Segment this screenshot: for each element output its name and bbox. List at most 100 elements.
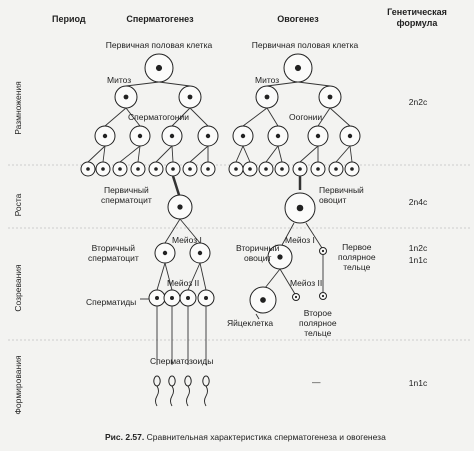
oo-l4-line-4 — [299, 145, 319, 163]
caption-text: Сравнительная характеристика сперматоген… — [144, 432, 386, 442]
secondary-spermatocyte-label: Вторичный сперматоцит — [88, 243, 139, 263]
first-polar-body-label: Первое полярное тельце — [338, 242, 376, 272]
spermatozoon-head-1 — [168, 375, 176, 387]
oogonium-l4-6-nucleus — [334, 167, 338, 171]
secondary-oocyte-label: Вторичный овоцит — [236, 243, 280, 263]
spermatozoon-head-2 — [184, 375, 192, 387]
sperm-l3-line-3 — [189, 107, 209, 127]
oogonium-l3-1-nucleus — [275, 133, 281, 139]
spermatid-1-nucleus — [170, 296, 174, 300]
formula-growth: 2n4c — [408, 197, 428, 207]
period-reproduction: Размножения — [13, 81, 23, 135]
spermatogonium-l4-2-nucleus — [118, 167, 122, 171]
header-spermatogenesis: Сперматогенез — [126, 14, 194, 24]
sperm-meiosis2-line-3 — [199, 262, 207, 291]
oogonium-l4-3-nucleus — [280, 167, 284, 171]
oogonium-l2-0-nucleus — [264, 94, 270, 100]
spermatid-2-nucleus — [186, 296, 190, 300]
period-growth: Роста — [13, 193, 23, 217]
spermatogonium-l4-3-nucleus — [136, 167, 140, 171]
sperm-mitosis-label: Митоз — [107, 75, 132, 85]
spermatogonia-label: Сперматогонии — [128, 112, 189, 122]
sperm-l4-line-4 — [155, 145, 173, 163]
oogonium-l2-1-nucleus — [327, 94, 333, 100]
secondary-spermatocyte-1-nucleus — [197, 250, 203, 256]
caption-number: Рис. 2.57. — [105, 432, 145, 442]
secondary-oocyte-cell-nucleus — [277, 254, 283, 260]
sperm-meiosis2-line-2 — [187, 262, 201, 291]
spermatozoon-tail-0 — [155, 385, 159, 407]
spermatogonium-l3-2-nucleus — [169, 133, 175, 139]
oo-l4-line-6 — [335, 145, 351, 163]
sperm-l4-line-3 — [137, 145, 141, 163]
figure-caption: Рис. 2.57. Сравнительная характеристика … — [105, 432, 386, 442]
oogonium-l4-0-nucleus — [234, 167, 238, 171]
header-formula: Генетическая формула — [387, 7, 447, 28]
spermatids-label: Сперматиды — [86, 297, 137, 307]
spermatogonium-l4-1-nucleus — [101, 167, 105, 171]
oo-formation-dash: — — [312, 377, 321, 387]
oo-meiosis2-label: Мейоз II — [290, 278, 323, 288]
secondary-spermatocyte-0-nucleus — [162, 250, 168, 256]
oo-l4-line-2 — [265, 145, 279, 163]
oogonium-l4-4-nucleus — [298, 167, 302, 171]
egg-label: Яйцеклетка — [227, 318, 274, 328]
sperm-l4-line-0 — [87, 145, 106, 163]
oo-mitosis-label: Митоз — [255, 75, 280, 85]
oo-l4-line-1 — [242, 145, 251, 163]
spermatogonium-l2-1-nucleus — [187, 94, 193, 100]
spermatid-0-nucleus — [155, 296, 159, 300]
spermatid-3-nucleus — [204, 296, 208, 300]
sperm-meiosis2-line-1 — [164, 262, 173, 291]
oogonia-label: Оогонии — [289, 112, 323, 122]
period-maturation: Созревания — [13, 264, 23, 312]
oo-l3-line-0 — [242, 107, 268, 127]
oogonium-l3-0-nucleus — [240, 133, 246, 139]
spermatozoon-head-3 — [202, 375, 210, 387]
sperm-meiosis1-line-0 — [164, 218, 181, 244]
spermatogonium-l2-0-nucleus — [123, 94, 129, 100]
header-period: Период — [52, 14, 86, 24]
period-formation: Формирования — [13, 355, 23, 415]
sperm-meiosis1-line-1 — [179, 218, 201, 244]
spermatogonium-l3-3-nucleus — [205, 133, 211, 139]
oo-mitosis-line-1 — [297, 81, 331, 87]
sperm-l4-line-5 — [171, 145, 174, 163]
second-polar-body-label: Второе полярное тельце — [299, 308, 337, 338]
oogonium-l4-2-nucleus — [264, 167, 268, 171]
spermatogonium-l3-0-nucleus — [102, 133, 108, 139]
sperm-primary-cell-nucleus — [155, 64, 163, 72]
sperm-l4-line-1 — [102, 145, 106, 163]
formula-maturation-2: 1n1c — [408, 255, 428, 265]
oo-meiosis2-left — [264, 268, 281, 289]
spermatozoon-tail-3 — [204, 385, 208, 407]
formula-maturation-1: 1n2c — [408, 243, 428, 253]
spermatozoa-label: Сперматозоиды — [150, 356, 214, 366]
oo-meiosis1-left — [281, 222, 295, 246]
oogonium-l4-5-nucleus — [316, 167, 320, 171]
primary-spermatocyte-label: Первичный сперматоцит — [101, 185, 152, 205]
sperm-l4-line-6 — [189, 145, 209, 163]
oo-mitosis-line-0 — [266, 81, 299, 87]
spermatogonium-l4-0-nucleus — [86, 167, 90, 171]
sperm-l4-line-2 — [119, 145, 141, 163]
oo-l4-line-3 — [277, 145, 283, 163]
oogonium-l4-1-nucleus — [248, 167, 252, 171]
egg-cell-nucleus — [260, 297, 266, 303]
sperm-primary-germ-label: Первичная половая клетка — [105, 40, 213, 50]
spermatozoon-tail-1 — [170, 385, 174, 407]
primary-spermatocyte-cell-nucleus — [177, 204, 183, 210]
spermatogonium-l4-4-nucleus — [154, 167, 158, 171]
formula-reproduction: 2n2c — [408, 97, 428, 107]
oo-primary-germ-label: Первичная половая клетка — [251, 40, 359, 50]
spermatogonium-l4-6-nucleus — [188, 167, 192, 171]
sperm-meiosis2-label: Мейоз II — [167, 278, 200, 288]
first-polar-body-divided-nucleus — [321, 294, 325, 298]
oo-meiosis2-right — [279, 268, 296, 295]
egg-pointer — [255, 313, 260, 320]
sperm-l3-line-2 — [171, 107, 191, 127]
sperm-meiosis2-line-0 — [156, 262, 166, 291]
spermatogonium-l4-5-nucleus — [171, 167, 175, 171]
